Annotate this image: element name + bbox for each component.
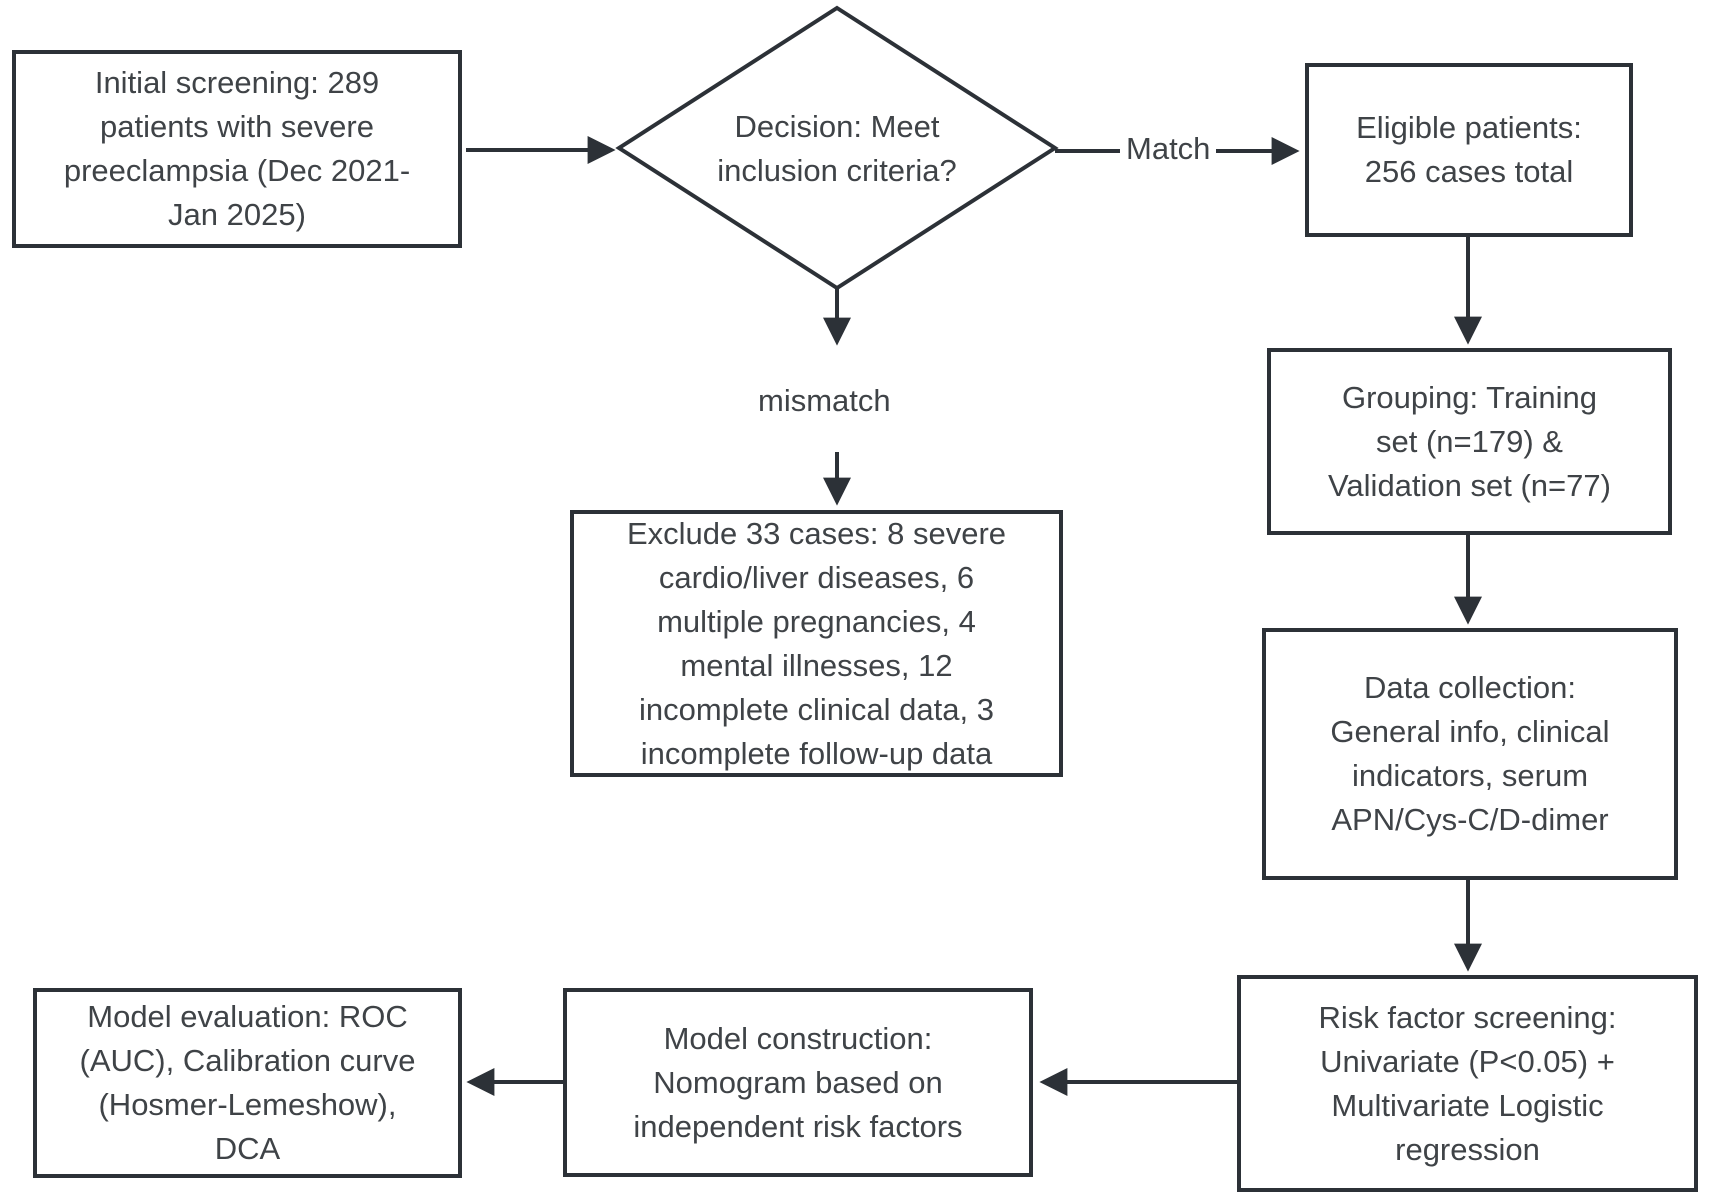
node-model-evaluation: Model evaluation: ROC (AUC), Calibration… — [33, 988, 462, 1178]
node-exclusion-label: Exclude 33 cases: 8 severe cardio/liver … — [626, 515, 1007, 771]
node-initial-screening-label: Initial screening: 289 patients with sev… — [63, 65, 411, 232]
node-eligible-patients: Eligible patients: 256 cases total — [1305, 63, 1633, 237]
node-eligible-patients-label: Eligible patients: 256 cases total — [1356, 110, 1582, 189]
edge-label-match: Match — [1120, 127, 1217, 171]
node-initial-screening: Initial screening: 289 patients with sev… — [12, 50, 462, 248]
node-data-collection: Data collection: General info, clinical … — [1262, 628, 1678, 880]
node-model-construction: Model construction: Nomogram based on in… — [563, 988, 1033, 1177]
node-data-collection-label: Data collection: General info, clinical … — [1330, 670, 1610, 837]
node-risk-factor-screening-label: Risk factor screening: Univariate (P<0.0… — [1318, 999, 1617, 1167]
node-model-evaluation-label: Model evaluation: ROC (AUC), Calibration… — [79, 999, 416, 1166]
node-model-construction-label: Model construction: Nomogram based on in… — [633, 1020, 963, 1144]
node-risk-factor-screening: Risk factor screening: Univariate (P<0.0… — [1237, 975, 1698, 1192]
node-decision: Decision: Meet inclusion criteria? — [657, 104, 1017, 194]
node-grouping-label: Grouping: Training set (n=179) & Validat… — [1328, 379, 1611, 503]
node-grouping: Grouping: Training set (n=179) & Validat… — [1267, 348, 1672, 535]
edge-label-mismatch: mismatch — [752, 379, 897, 423]
node-decision-label: Decision: Meet inclusion criteria? — [717, 109, 957, 188]
node-exclusion: Exclude 33 cases: 8 severe cardio/liver … — [570, 510, 1063, 777]
